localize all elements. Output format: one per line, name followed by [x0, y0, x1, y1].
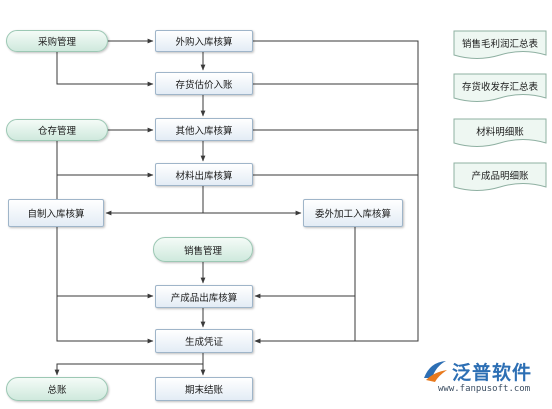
purchase-in-accounting-node: 外购入库核算: [155, 30, 253, 52]
general-ledger-node: 总账: [6, 377, 108, 401]
sales-management-label: 销售管理: [183, 245, 222, 257]
logo-url: www.fanpusoft.com: [438, 384, 531, 394]
fanpu-logo: 泛普软件 www.fanpusoft.com: [420, 358, 548, 398]
generate-voucher-label: 生成凭证: [184, 337, 223, 348]
stock-estimate-entry-node: 存货估价入账: [155, 72, 253, 95]
purchase-management-node: 采购管理: [6, 30, 108, 52]
document-shape-icon: [453, 118, 547, 147]
report-material-ledger: 材料明细账: [453, 118, 547, 150]
purchase-management-label: 采购管理: [37, 37, 76, 48]
generate-voucher-node: 生成凭证: [155, 329, 253, 353]
outsourced-in-accounting-label: 委外加工入库核算: [314, 209, 391, 220]
report-inventory-summary-label: 存货收发存汇总表: [461, 82, 538, 93]
document-shape-icon: [453, 30, 547, 59]
fanpu-logo-icon: [424, 361, 447, 382]
report-product-ledger-label: 产成品明细账: [471, 171, 529, 182]
product-out-accounting-label: 产成品出库核算: [170, 292, 238, 304]
period-close-node: 期末结账: [155, 377, 253, 401]
period-close-label: 期末结账: [184, 385, 223, 396]
product-out-accounting-node: 产成品出库核算: [155, 285, 253, 308]
self-made-in-accounting-label: 自制入库核算: [27, 209, 85, 220]
material-out-accounting-label: 材料出库核算: [175, 170, 233, 182]
logo-name: 泛普软件: [452, 362, 533, 384]
report-sales-gross-profit-label: 销售毛利润汇总表: [461, 39, 538, 50]
material-out-accounting-node: 材料出库核算: [155, 163, 253, 186]
other-in-accounting-label: 其他入库核算: [175, 125, 233, 137]
general-ledger-label: 总账: [47, 385, 67, 396]
warehouse-management-node: 仓存管理: [6, 119, 108, 141]
document-shape-icon: [453, 162, 547, 191]
document-shape-icon: [453, 73, 547, 102]
stock-estimate-entry-label: 存货估价入账: [175, 79, 233, 91]
other-in-accounting-node: 其他入库核算: [155, 118, 253, 141]
report-inventory-summary: 存货收发存汇总表: [453, 73, 547, 105]
report-sales-gross-profit: 销售毛利润汇总表: [453, 30, 547, 62]
report-material-ledger-label: 材料明细账: [476, 127, 524, 138]
outsourced-in-accounting-node: 委外加工入库核算: [303, 199, 403, 227]
sales-management-node: 销售管理: [153, 237, 253, 262]
self-made-in-accounting-node: 自制入库核算: [8, 199, 104, 227]
report-product-ledger: 产成品明细账: [453, 162, 547, 194]
purchase-in-accounting-label: 外购入库核算: [175, 37, 233, 48]
warehouse-management-label: 仓存管理: [37, 126, 76, 137]
